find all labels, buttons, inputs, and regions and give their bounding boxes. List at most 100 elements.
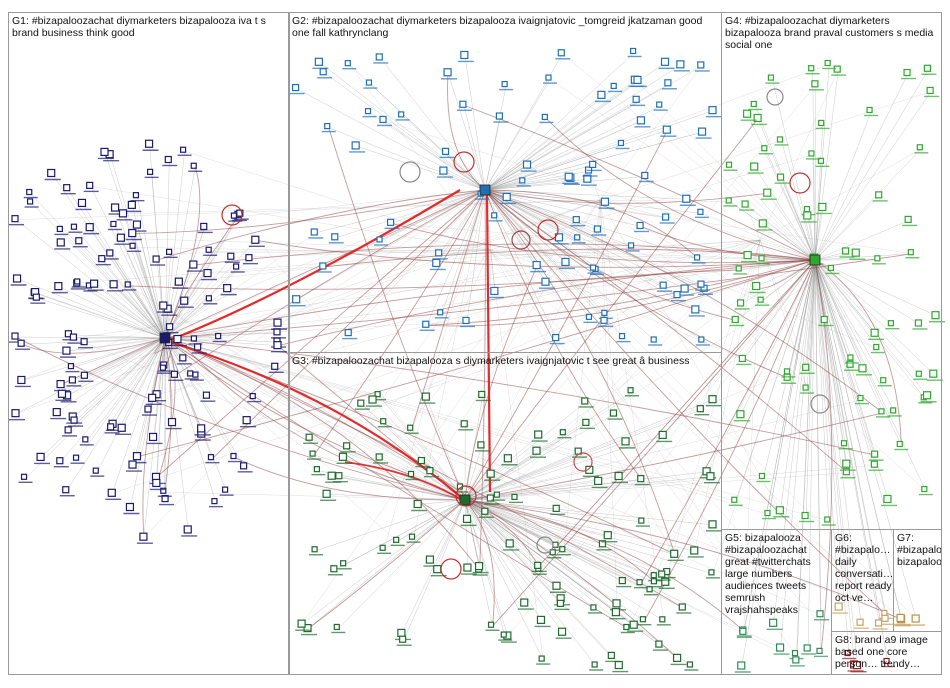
edge — [78, 282, 166, 339]
node — [697, 208, 704, 215]
edge — [814, 162, 823, 261]
node — [435, 249, 443, 257]
edge — [164, 337, 624, 582]
node — [741, 200, 749, 208]
edge — [391, 189, 486, 224]
edge — [464, 55, 486, 191]
node — [630, 47, 637, 55]
edge-strong — [164, 269, 741, 339]
node — [758, 472, 766, 480]
node — [357, 399, 365, 407]
node — [914, 319, 923, 327]
node — [100, 147, 109, 157]
node — [776, 173, 785, 181]
edge — [736, 259, 816, 321]
node — [128, 460, 137, 469]
node — [85, 223, 94, 232]
node — [147, 168, 154, 175]
edge — [383, 120, 486, 191]
edge — [787, 259, 816, 379]
edge — [464, 499, 596, 610]
node — [538, 655, 545, 662]
node — [775, 506, 784, 515]
node — [338, 452, 348, 461]
edge — [780, 259, 816, 649]
edge — [310, 239, 761, 439]
node — [763, 188, 772, 197]
edge — [814, 259, 864, 369]
edge — [464, 269, 833, 501]
node — [556, 599, 565, 607]
edge — [157, 239, 761, 395]
node — [597, 90, 606, 99]
node — [107, 423, 115, 431]
node — [110, 203, 120, 212]
self-loop — [440, 558, 462, 580]
edge — [747, 114, 816, 261]
edge — [411, 429, 466, 501]
node — [486, 469, 495, 478]
edge — [464, 499, 511, 545]
edge-strong — [175, 189, 486, 376]
node — [646, 586, 653, 593]
node — [478, 390, 486, 399]
edge — [814, 259, 840, 608]
edge — [77, 337, 166, 460]
node — [170, 370, 178, 378]
edge — [773, 259, 816, 624]
edge — [484, 80, 636, 191]
edge — [484, 178, 571, 191]
edge — [464, 458, 509, 501]
node — [792, 656, 800, 664]
node — [856, 618, 864, 626]
node — [590, 604, 597, 611]
node — [552, 504, 560, 512]
self-loop — [453, 151, 475, 173]
group-label-g4: G4: #bizapaloozachat diymarketers bizapa… — [725, 15, 937, 51]
node — [327, 471, 336, 480]
node — [659, 281, 667, 289]
node — [761, 145, 768, 152]
edge — [814, 259, 876, 456]
node — [227, 252, 235, 260]
node — [110, 220, 117, 228]
node — [589, 160, 597, 169]
node — [249, 392, 256, 400]
node — [152, 478, 161, 488]
node — [686, 661, 694, 668]
node — [211, 498, 218, 505]
edge — [15, 337, 166, 414]
node — [36, 452, 45, 462]
node — [916, 144, 923, 151]
node — [303, 623, 312, 633]
edge — [397, 499, 466, 542]
edge — [164, 253, 171, 339]
edge — [814, 259, 902, 446]
node — [12, 274, 22, 283]
edge — [814, 259, 853, 360]
edge — [796, 259, 816, 655]
node — [600, 197, 610, 206]
edge — [756, 259, 816, 287]
node — [883, 494, 892, 504]
edge — [68, 337, 166, 432]
edge — [164, 267, 238, 339]
node — [379, 544, 386, 551]
edge-strong — [484, 189, 884, 414]
edge — [814, 259, 852, 366]
edge — [164, 199, 601, 367]
edge — [378, 395, 466, 501]
node — [534, 430, 543, 439]
node — [557, 627, 567, 636]
node — [47, 168, 56, 178]
edge — [814, 259, 822, 615]
node — [852, 661, 862, 670]
node — [116, 233, 125, 242]
node — [594, 476, 603, 486]
node — [64, 426, 72, 434]
edge — [464, 499, 542, 621]
edge — [730, 166, 816, 261]
node — [632, 95, 640, 103]
edge — [484, 189, 887, 615]
edge — [129, 285, 466, 501]
